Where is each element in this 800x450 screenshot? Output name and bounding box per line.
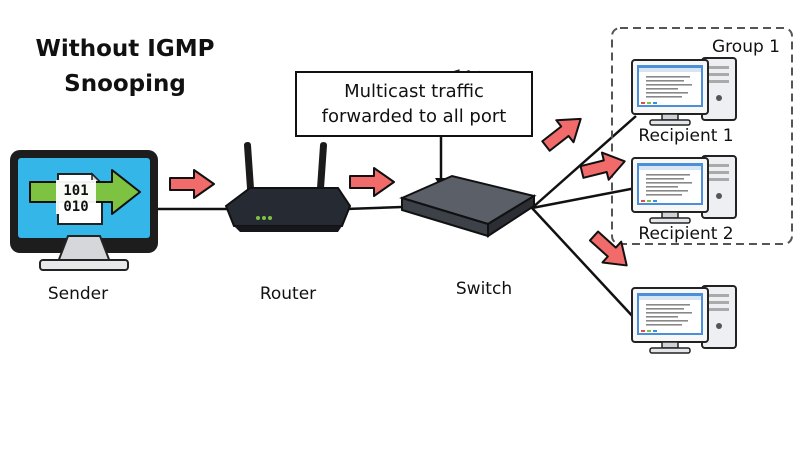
sender-icon: 101 010 [10,150,158,271]
title-line-2: Snooping [64,71,186,97]
group-1-box [611,27,793,245]
traffic-arrow-icon [169,169,215,199]
traffic-arrow-icon [583,224,638,277]
traffic-arrow-icon [577,146,630,187]
group-label: Group 1 [712,37,780,57]
switch-recipient3-link [531,207,637,321]
recipient-1-label: Recipient 1 [638,126,733,146]
router-switch-link [345,205,403,211]
network-links [158,115,637,321]
callout-box [295,71,533,137]
recipient-1-computer-icon [631,57,737,126]
bits-row-2: 010 [63,199,88,215]
router-label: Router [260,284,316,304]
title-line-1: Without IGMP [36,36,215,62]
switch-recipient1-link [531,115,637,209]
callout-line-1: Multicast traffic [344,81,484,102]
traffic-arrow-icon [536,106,591,159]
recipient-2-computer-icon [631,155,737,224]
bits-row-1: 101 [63,183,88,199]
callout-line-2: forwarded to all port [322,106,507,127]
switch-label: Switch [456,279,512,299]
sender-label: Sender [48,284,108,304]
recipient-3-computer-icon [631,285,737,354]
router-icon [224,142,352,232]
switch-recipient2-link [531,186,637,210]
recipient-2-label: Recipient 2 [638,224,733,244]
traffic-arrow-icon [349,167,395,197]
